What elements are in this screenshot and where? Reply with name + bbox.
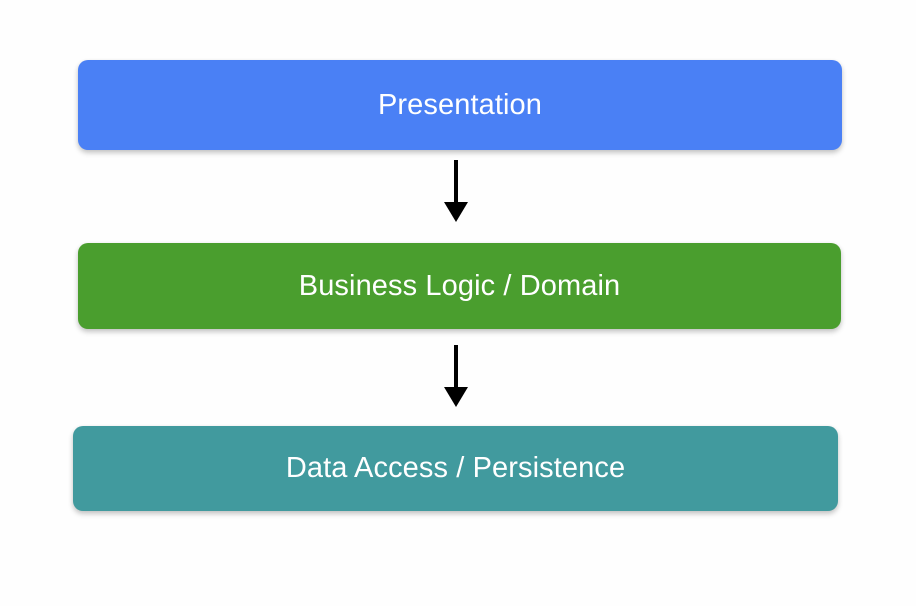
layer-label-presentation: Presentation xyxy=(377,88,543,121)
layer-label-data-access: Data Access / Persistence xyxy=(285,452,626,484)
layer-label-business-logic: Business Logic / Domain xyxy=(298,269,621,302)
arrow-business-to-data xyxy=(444,345,468,407)
arrow-presentation-to-business xyxy=(444,160,468,222)
layer-box-data-access[interactable]: Data Access / Persistence xyxy=(73,426,838,511)
layer-box-presentation[interactable]: Presentation xyxy=(78,60,842,150)
layer-box-business-logic[interactable]: Business Logic / Domain xyxy=(78,243,841,329)
